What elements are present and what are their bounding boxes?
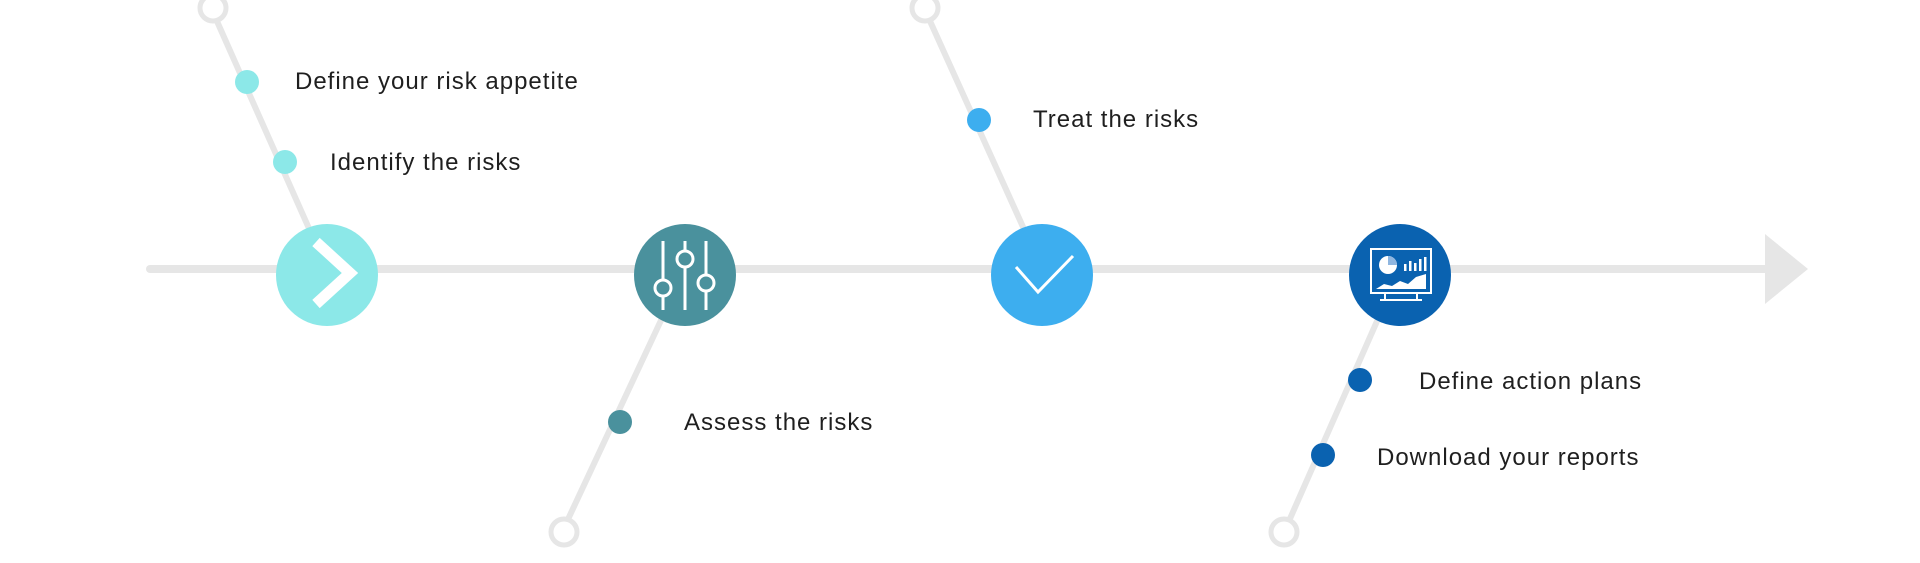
step-1-branch: Define your risk appetite Identify the r… xyxy=(197,0,579,272)
step-item-label: Define your risk appetite xyxy=(295,68,579,95)
chevron-right-icon xyxy=(312,237,359,309)
branch-end-ring xyxy=(1268,516,1300,548)
step-3-node xyxy=(991,224,1093,326)
branch-line xyxy=(922,7,1045,272)
branch-end-ring xyxy=(909,0,941,24)
step-item-label: Define action plans xyxy=(1419,368,1642,395)
report-dashboard-icon xyxy=(1370,248,1432,301)
step-item-label: Assess the risks xyxy=(684,409,873,436)
step-4-branch: Define action plans Download your report… xyxy=(1268,266,1642,548)
step-1-node xyxy=(276,224,378,326)
timeline-arrowhead xyxy=(1765,234,1808,304)
item-dot xyxy=(608,410,632,434)
timeline-axis xyxy=(146,234,1808,304)
item-dot xyxy=(273,150,297,174)
branch-end-ring xyxy=(197,0,229,24)
checkmark-icon xyxy=(1014,254,1075,295)
step-4-node xyxy=(1349,224,1451,326)
step-3-circle xyxy=(991,224,1093,326)
item-dot xyxy=(235,70,259,94)
item-dot xyxy=(967,108,991,132)
step-4-circle xyxy=(1349,224,1451,326)
branch-line xyxy=(209,7,330,272)
branch-end-ring xyxy=(548,516,580,548)
step-2-node xyxy=(634,224,736,326)
sliders-icon xyxy=(653,241,716,310)
step-1-circle xyxy=(276,224,378,326)
item-dot xyxy=(1311,443,1335,467)
step-item-label: Identify the risks xyxy=(330,149,521,176)
step-item-label: Download your reports xyxy=(1377,444,1639,471)
item-dot xyxy=(1348,368,1372,392)
step-3-branch: Treat the risks xyxy=(909,0,1199,272)
step-item-label: Treat the risks xyxy=(1033,106,1199,133)
